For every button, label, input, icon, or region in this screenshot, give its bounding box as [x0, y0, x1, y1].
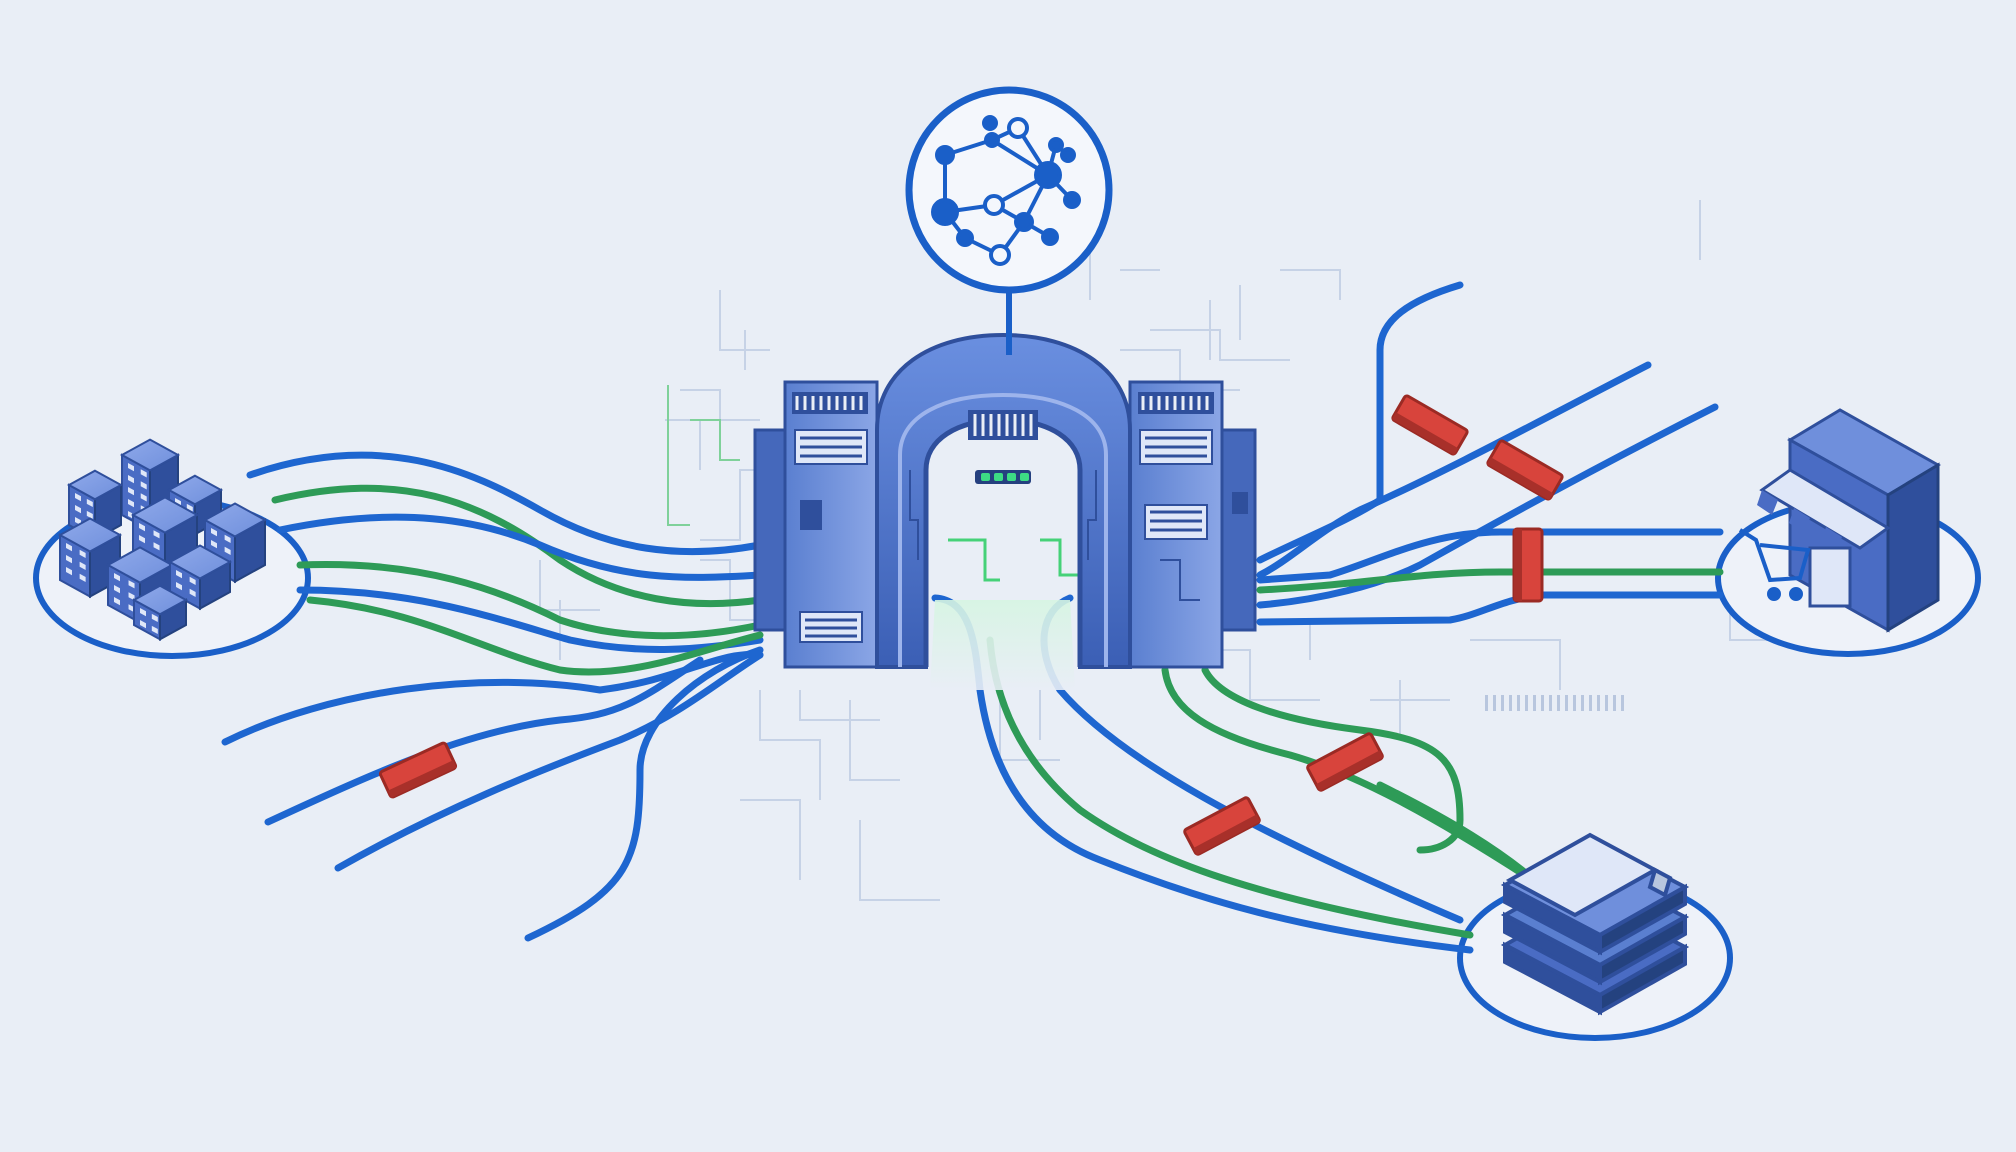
gateway-floor-glow: [930, 538, 1080, 690]
barrier-icon: [378, 741, 458, 799]
link-green: [986, 636, 1474, 939]
background-circuit-accent: [667, 385, 740, 526]
barrier-icon: [1512, 527, 1544, 603]
building-block: [167, 544, 233, 611]
link-green: [1161, 666, 1544, 889]
building-block: [66, 469, 124, 541]
link-blue: [246, 451, 764, 556]
link-blue: [1256, 528, 1724, 584]
barrier-icon: [1306, 732, 1384, 792]
link-blue: [334, 651, 764, 872]
building-block: [57, 517, 123, 599]
barrier-icon: [1391, 394, 1469, 456]
link-blue: [296, 586, 764, 653]
link-blue: [524, 646, 764, 942]
link-green: [296, 560, 764, 640]
buildings-icon: [57, 438, 268, 641]
link-blue: [264, 656, 704, 826]
link-blue: [1256, 591, 1724, 626]
link-blue: [1256, 403, 1719, 609]
status-led-strip: [975, 470, 1031, 484]
link-blue: [221, 650, 764, 746]
barrier-icon: [1183, 796, 1261, 856]
stacked-files-icon: [1500, 832, 1690, 1016]
link-green: [306, 596, 764, 676]
store-cart-icon: [1738, 408, 1941, 633]
link-green: [271, 484, 764, 608]
link-green: [1256, 568, 1724, 594]
link-blue: [1256, 361, 1652, 579]
building-block: [130, 496, 200, 570]
neural-network-icon: [931, 115, 1081, 266]
building-block: [131, 584, 189, 641]
barrier-icon: [1486, 439, 1564, 501]
link-blue: [276, 513, 764, 581]
server-gateway-icon: [753, 332, 1257, 669]
link-green: [1201, 666, 1464, 854]
background-barcode: [1485, 695, 1624, 711]
